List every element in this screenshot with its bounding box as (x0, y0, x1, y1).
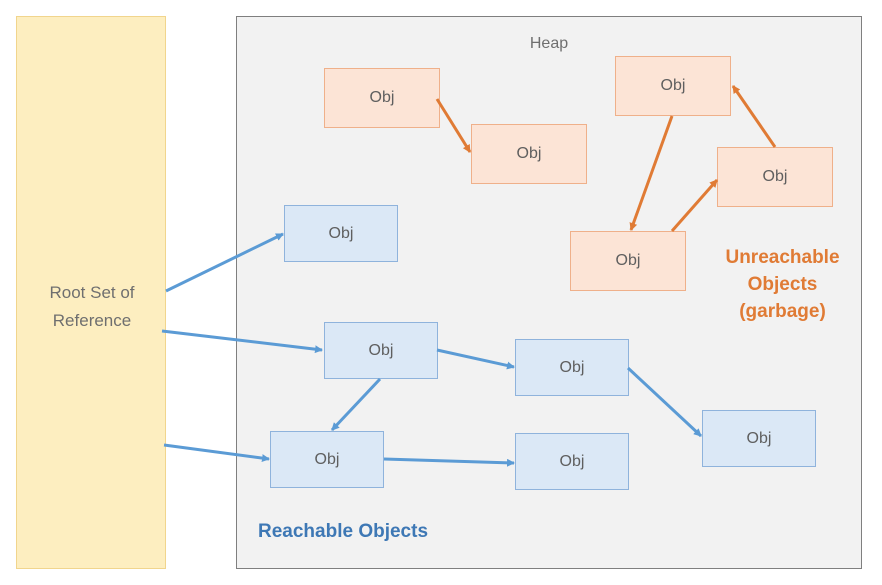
reachable-object-6: Obj (702, 410, 816, 467)
reachable-object-1: Obj (284, 205, 398, 262)
reachable-objects-label: Reachable Objects (258, 521, 429, 542)
unreachable-object-3: Obj (615, 56, 731, 116)
root-set-label: Root Set of Reference (49, 283, 135, 330)
reachable-object-5: Obj (515, 433, 629, 490)
unreachable-object-1: Obj (324, 68, 440, 128)
root-set-box: Root Set of Reference (16, 16, 166, 569)
reachable-object-4: Obj (270, 431, 384, 488)
unreachable-object-2: Obj (471, 124, 587, 184)
unreachable-object-5: Obj (570, 231, 686, 291)
reachable-object-2: Obj (324, 322, 438, 379)
unreachable-object-4: Obj (717, 147, 833, 207)
unreachable-objects-label: Unreachable Objects (garbage) (725, 247, 840, 322)
reachable-object-3: Obj (515, 339, 629, 396)
heap-title: Heap (529, 35, 569, 52)
